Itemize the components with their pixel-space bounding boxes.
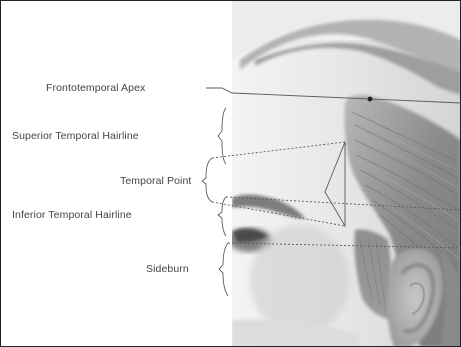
label-inferior-temporal-hairline: Inferior Temporal Hairline (12, 209, 132, 221)
label-sideburn: Sideburn (146, 263, 189, 275)
label-frontotemporal-apex: Frontotemporal Apex (46, 82, 145, 94)
label-temporal-point: Temporal Point (120, 175, 191, 187)
label-superior-temporal-hairline: Superior Temporal Hairline (12, 130, 139, 142)
